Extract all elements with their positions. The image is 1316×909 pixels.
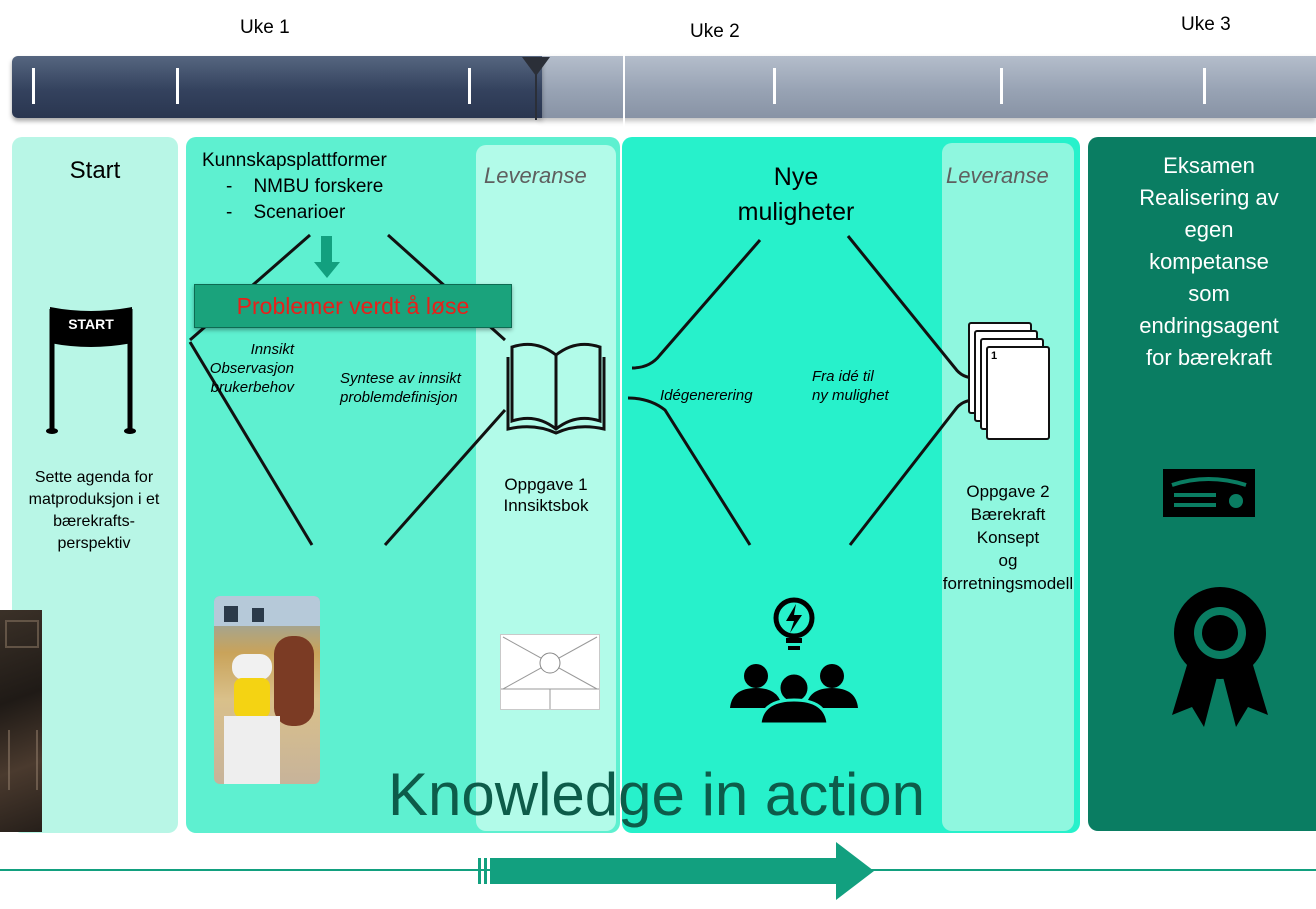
phase1-title-line: Kunnskapsplattformer — [202, 150, 387, 171]
phase1-label-left: Innsikt Observasjon brukerbehov — [192, 340, 294, 397]
timeline-tick — [773, 68, 776, 104]
exam-line: som — [1188, 281, 1230, 306]
week-divider — [623, 0, 625, 135]
start-flag-icon: START — [40, 305, 150, 435]
cafe-photo — [0, 610, 42, 832]
phase1-title-line: - Scenarioer — [226, 202, 346, 223]
phase1-title: Kunnskapsplattformer - NMBU forskere - S… — [202, 148, 462, 226]
start-flag-text: START — [68, 316, 114, 332]
phase2-deliverable-line: Oppgave 2 — [966, 482, 1050, 501]
problem-box: Problemer verdt å løse — [194, 284, 512, 328]
knowledge-in-action-title: Knowledge in action — [388, 761, 926, 828]
start-description: Sette agenda for matproduksjon i et bære… — [28, 469, 160, 552]
phase1-title-line: - NMBU forskere — [226, 176, 384, 197]
bottom-rule — [0, 869, 1316, 871]
timeline-tick — [1203, 68, 1206, 104]
timeline-progress — [12, 56, 542, 118]
phase1-label-left-line: brukerbehov — [210, 379, 294, 396]
team-idea-icon — [726, 596, 862, 726]
timeline-tick — [32, 68, 35, 104]
phase1-deliverable-line: Oppgave 1 — [504, 475, 588, 494]
exam-text: Eksamen Realisering av egen kompetanse s… — [1124, 150, 1294, 374]
phase2-label-right-line: ny mulighet — [812, 387, 889, 404]
phase1-deliverable-line: Innsiktsbok — [503, 496, 589, 515]
phase1-deliverable-text: Oppgave 1 Innsiktsbok — [480, 474, 612, 516]
phase2-title-line: muligheter — [737, 198, 855, 226]
timeline-tick — [468, 68, 471, 104]
phase1-label-left-line: Observasjon — [209, 360, 294, 377]
progress-arrow-icon — [478, 842, 874, 900]
exam-line: Eksamen — [1163, 153, 1255, 178]
phase1-deliverable-label: Leveranse — [484, 163, 587, 188]
exam-line: for bærekraft — [1146, 345, 1272, 370]
phase2-deliverable-line: forretningsmodell — [942, 574, 1074, 593]
card-stack-icon: 1 — [968, 322, 1058, 452]
phase2-label-left: Idégenerering — [660, 387, 753, 404]
phase2-label-right: Fra idé til ny mulighet — [812, 367, 889, 405]
phase2-label-right-line: Fra idé til — [812, 368, 874, 385]
certificate-icon — [1160, 463, 1260, 523]
phase2-title: Nye muligheter — [706, 160, 886, 230]
phase1-label-right: Syntese av innsikt problemdefinisjon — [340, 369, 480, 407]
card-number: 1 — [986, 346, 1050, 440]
phase2-deliverable-line: Bærekraft — [970, 505, 1046, 524]
week-1-label: Uke 1 — [240, 17, 290, 38]
phase1-label-left-line: Innsikt — [250, 341, 294, 358]
week-3-label: Uke 3 — [1181, 14, 1231, 35]
timeline-tick — [1000, 68, 1003, 104]
week-2-label: Uke 2 — [690, 21, 740, 42]
phase1-label-right-line: Syntese av innsikt — [340, 370, 461, 387]
phase1-label-right-line: problemdefinisjon — [340, 389, 458, 406]
empathy-map-thumbnail — [500, 634, 600, 710]
phase2-deliverable-label: Leveranse — [946, 163, 1049, 188]
phase2-deliverable-text: Oppgave 2 Bærekraft Konsept og forretnin… — [930, 480, 1086, 595]
exam-line: kompetanse — [1149, 249, 1269, 274]
phase2-deliverable-line: Konsept — [976, 528, 1040, 547]
lego-photo — [214, 596, 320, 784]
exam-line: Realisering av — [1139, 185, 1279, 210]
timeline-tick — [176, 68, 179, 104]
phase2-deliverable-line: og — [998, 551, 1018, 570]
phase2-title-line: Nye — [773, 163, 819, 191]
award-ribbon-icon — [1160, 585, 1280, 735]
exam-line: egen — [1184, 217, 1234, 242]
exam-line: endringsagent — [1139, 313, 1279, 338]
timeline-remaining — [540, 56, 1316, 118]
start-title: Start — [69, 157, 121, 184]
book-icon — [506, 335, 606, 435]
